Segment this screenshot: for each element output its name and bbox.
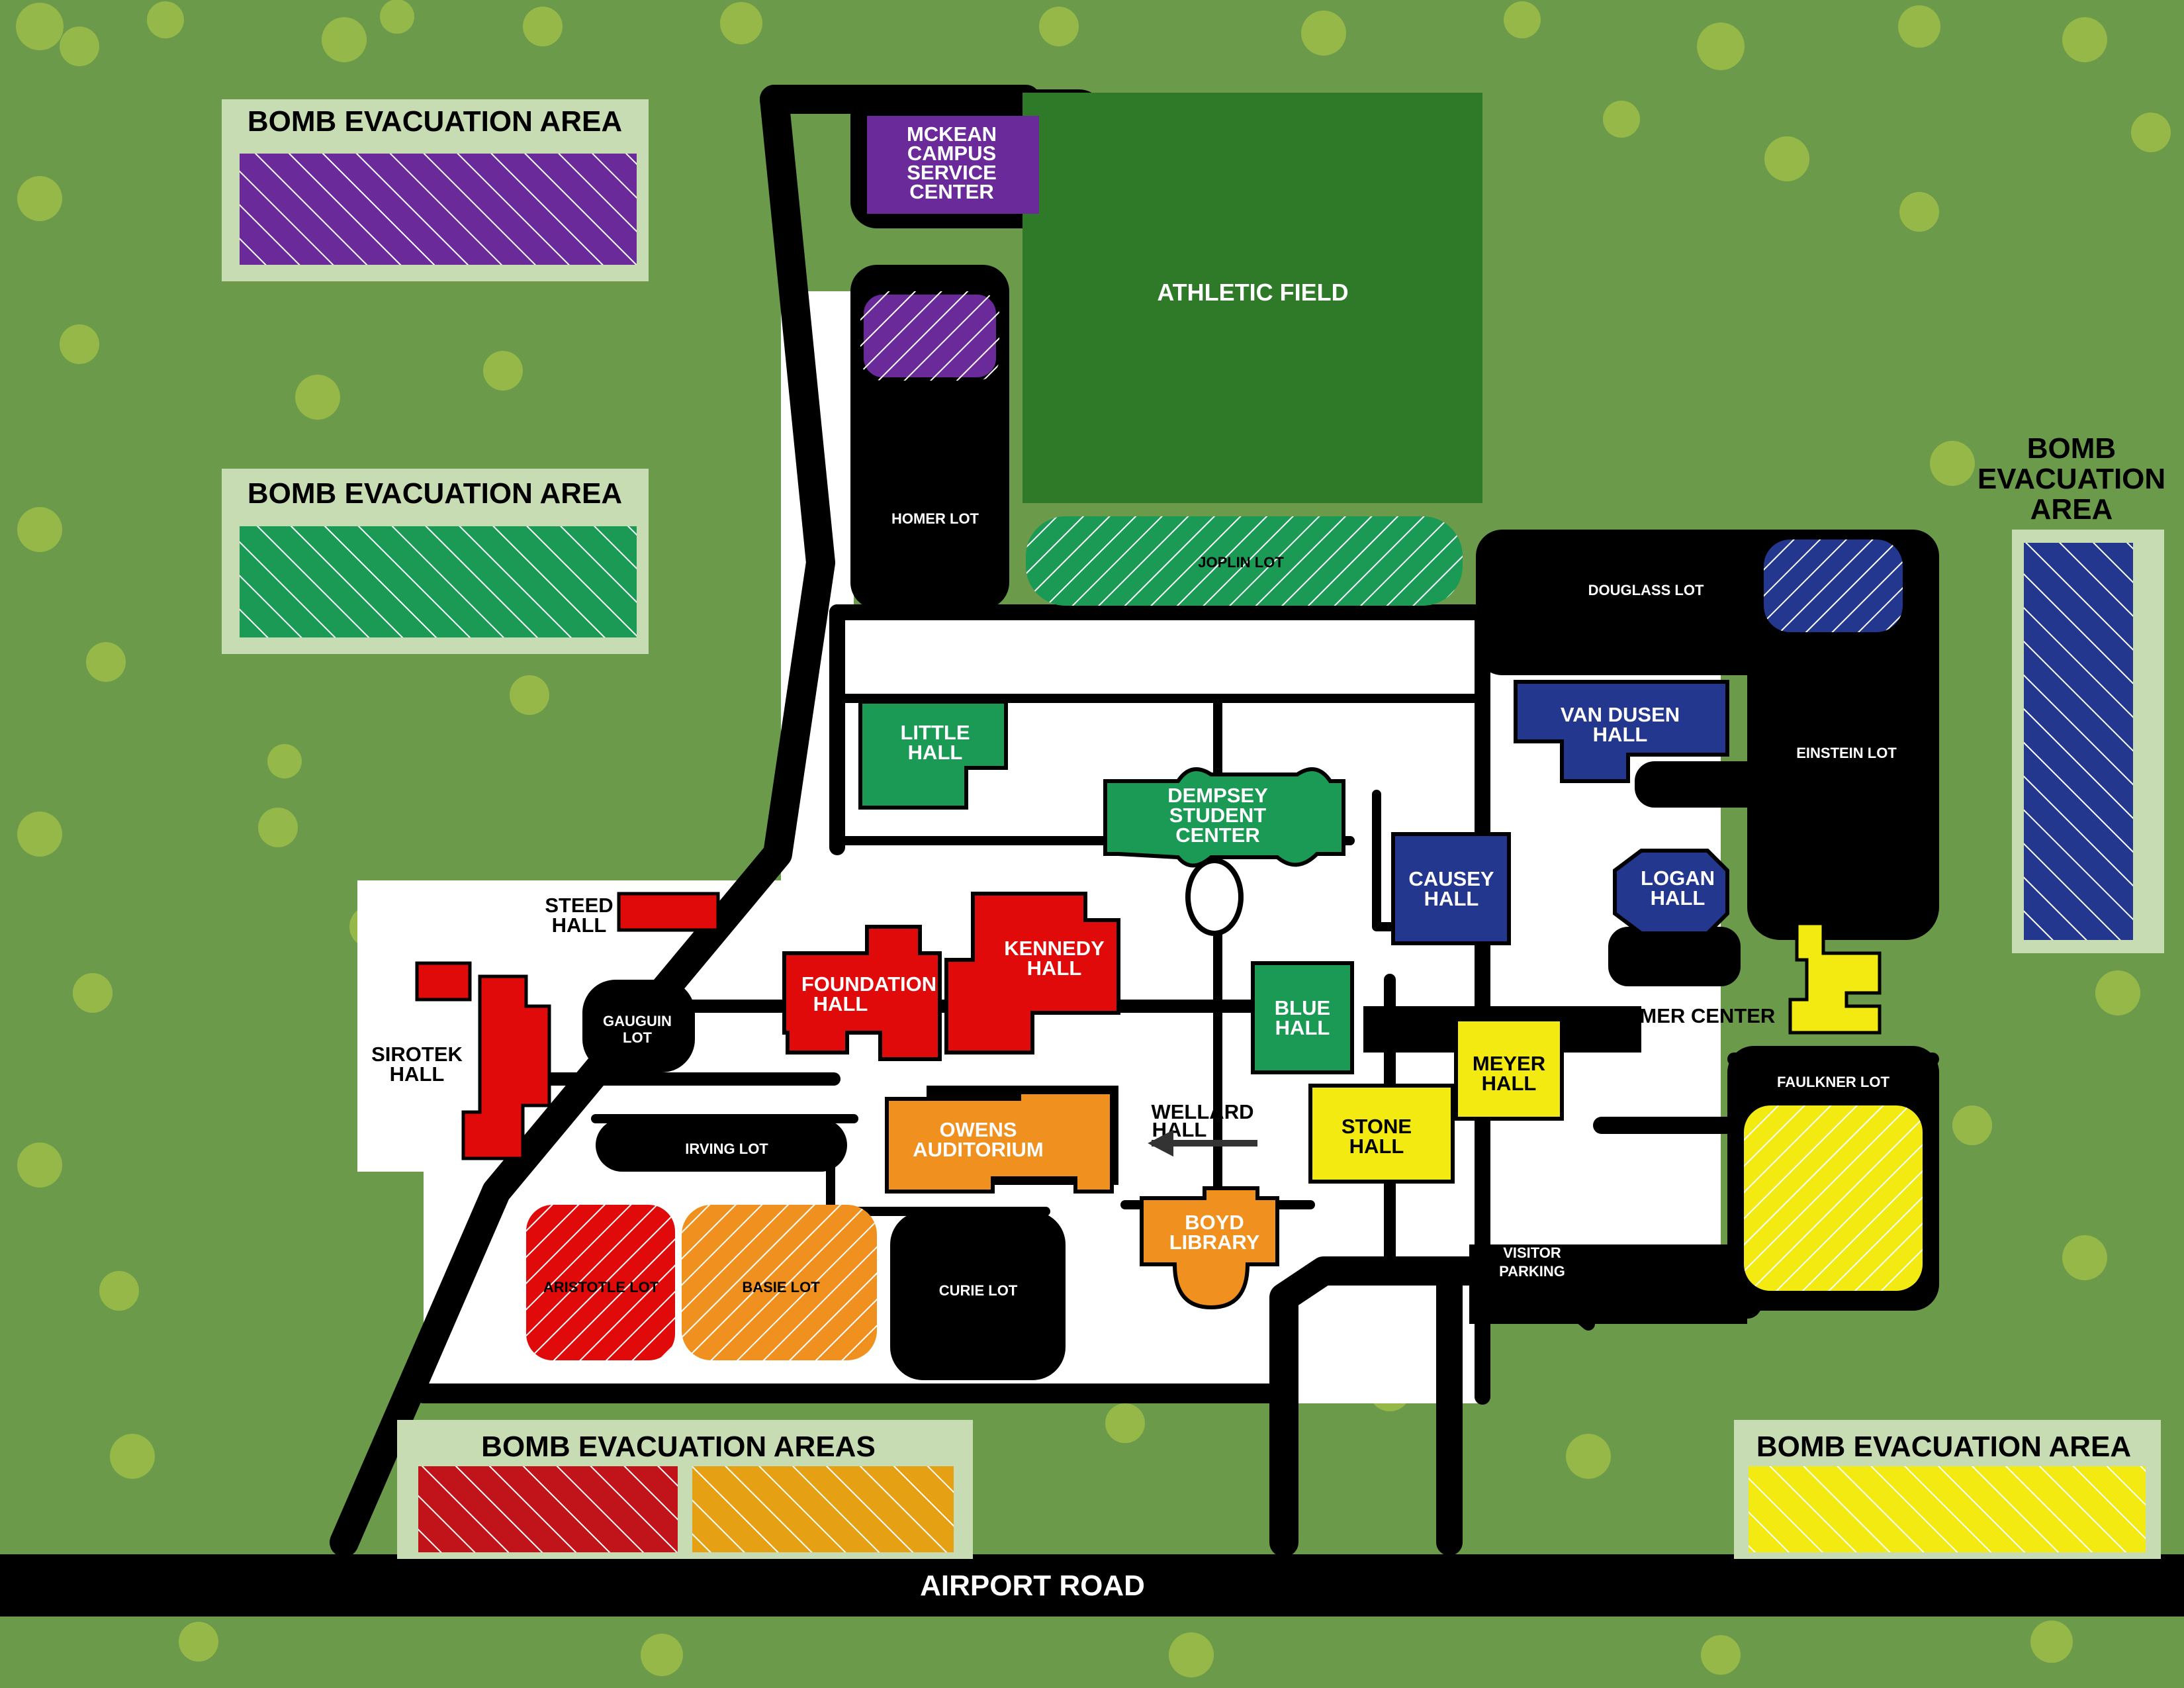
faulkner-lot-label: FAULKNER LOT (1777, 1074, 1889, 1090)
boyd-label-1: BOYD (1185, 1211, 1244, 1234)
little-hall-building[interactable] (858, 700, 1008, 810)
blue-hall-label-2: HALL (1275, 1016, 1330, 1039)
stone-label-1: STONE (1342, 1115, 1412, 1138)
meyer-label-1: MEYER (1473, 1052, 1545, 1075)
meyer-label-2: HALL (1482, 1072, 1537, 1095)
homer-lot-label: HOMER LOT (891, 510, 979, 527)
evac-area-blue[interactable]: BOMB EVACUATION AREA (1978, 432, 2165, 953)
svg-text:CAMPUS: CAMPUS (907, 142, 996, 165)
boyd-label-2: LIBRARY (1169, 1231, 1260, 1254)
meyer-hall-building[interactable] (1454, 1017, 1564, 1121)
hatched-lots (526, 288, 1923, 1360)
little-hall-label-2: HALL (908, 741, 963, 764)
airport-road-label: AIRPORT ROAD (920, 1570, 1145, 1602)
logan-hall-building[interactable] (1613, 849, 1729, 935)
airport-road (0, 1554, 2184, 1617)
wellard-label-1: WELLARD (1152, 1100, 1254, 1123)
kennedy-hall-building[interactable] (944, 892, 1120, 1055)
foundation-label-1: FOUNDATION (801, 972, 936, 996)
visitor-parking-label-1: VISITOR (1503, 1244, 1561, 1261)
causey-label-2: HALL (1424, 887, 1479, 910)
svg-text:CENTER: CENTER (909, 180, 993, 203)
evac-label-blue-3: AREA (2030, 493, 2113, 526)
steed-label-2: HALL (552, 914, 607, 937)
dempsey-fountain (1185, 858, 1244, 936)
dempsey-center-building[interactable] (1103, 767, 1345, 868)
athletic-field-label: ATHLETIC FIELD (1157, 279, 1348, 306)
steed-hall-building[interactable] (617, 892, 720, 932)
evac-label-blue-1: BOMB (2027, 432, 2116, 465)
gauguin-lot-label-2: LOT (623, 1029, 653, 1046)
svg-text:CENTER: CENTER (1175, 823, 1259, 847)
einstein-lot-label: EINSTEIN LOT (1796, 745, 1897, 761)
mckean-building[interactable] (867, 116, 1039, 214)
palmer-center-building[interactable] (1788, 921, 1882, 1035)
boyd-library-building[interactable] (1140, 1186, 1279, 1310)
evac-area-yellow[interactable]: BOMB EVACUATION AREA (1734, 1420, 2161, 1559)
causey-hall-building[interactable] (1391, 832, 1511, 945)
stone-label-2: HALL (1349, 1135, 1404, 1158)
causey-label-1: CAUSEY (1408, 867, 1494, 890)
palmer-center-label: PALMER CENTER (1600, 1004, 1776, 1027)
gauguin-lot-label-1: GAUGUIN (603, 1013, 672, 1029)
sirotek-label-1: SIROTEK (371, 1043, 463, 1066)
foundation-hall-building[interactable] (782, 925, 942, 1061)
owens-auditorium-building[interactable] (885, 1090, 1114, 1194)
sirotek-hall-building[interactable] (461, 974, 551, 1160)
logan-label-1: LOGAN (1641, 867, 1715, 890)
evac-label-blue-2: EVACUATION (1978, 463, 2165, 495)
svg-text:STUDENT: STUDENT (1169, 804, 1266, 827)
stone-hall-building[interactable] (1308, 1084, 1455, 1184)
svg-text:DEMPSEY: DEMPSEY (1167, 784, 1268, 807)
evac-area-purple[interactable]: BOMB EVACUATION AREA (222, 99, 649, 281)
evac-label-purple: BOMB EVACUATION AREA (248, 105, 622, 138)
foundation-label-2: HALL (813, 992, 868, 1015)
irving-lot-label: IRVING LOT (685, 1141, 768, 1157)
sirotek-small-building[interactable] (415, 961, 472, 1002)
sirotek-label-2: HALL (390, 1062, 445, 1086)
aristotle-lot-label: ARISTOTLE LOT (543, 1279, 659, 1295)
little-hall-label-1: LITTLE (900, 721, 970, 744)
tree-clusters (16, 0, 2171, 1677)
van-dusen-label-1: VAN DUSEN (1561, 703, 1680, 726)
kennedy-label-2: HALL (1027, 957, 1082, 980)
mckean-label: MCKEAN CAMPUS SERVICE CENTER (907, 122, 997, 203)
evac-label-red-orange: BOMB EVACUATION AREAS (481, 1430, 876, 1463)
logan-label-2: HALL (1651, 886, 1706, 910)
owens-label-1: OWENS (939, 1118, 1017, 1141)
svg-text:SERVICE: SERVICE (907, 161, 997, 184)
evac-label-green: BOMB EVACUATION AREA (248, 477, 622, 510)
dempsey-label: DEMPSEY STUDENT CENTER (1167, 784, 1268, 847)
svg-text:MCKEAN: MCKEAN (907, 122, 997, 146)
evac-area-green[interactable]: BOMB EVACUATION AREA (222, 469, 649, 654)
steed-label-1: STEED (545, 894, 613, 917)
curie-lot-label: CURIE LOT (939, 1282, 1018, 1299)
blue-hall-label-1: BLUE (1275, 996, 1330, 1019)
kennedy-label-1: KENNEDY (1004, 937, 1105, 960)
owens-label-2: AUDITORIUM (913, 1138, 1043, 1161)
blue-hall-building[interactable] (1251, 961, 1354, 1074)
visitor-parking-label-2: PARKING (1499, 1263, 1565, 1280)
evac-area-red-orange[interactable]: BOMB EVACUATION AREAS (397, 1420, 973, 1559)
van-dusen-hall-building[interactable] (1514, 680, 1729, 783)
athletic-field[interactable] (1023, 93, 1482, 503)
evac-label-yellow: BOMB EVACUATION AREA (1756, 1430, 2131, 1463)
van-dusen-label-2: HALL (1593, 723, 1648, 746)
basie-lot-label: BASIE LOT (742, 1279, 820, 1295)
joplin-lot-label: JOPLIN LOT (1198, 554, 1284, 571)
douglass-lot-label: DOUGLASS LOT (1588, 582, 1704, 598)
wellard-arrow-icon (1148, 1129, 1257, 1157)
